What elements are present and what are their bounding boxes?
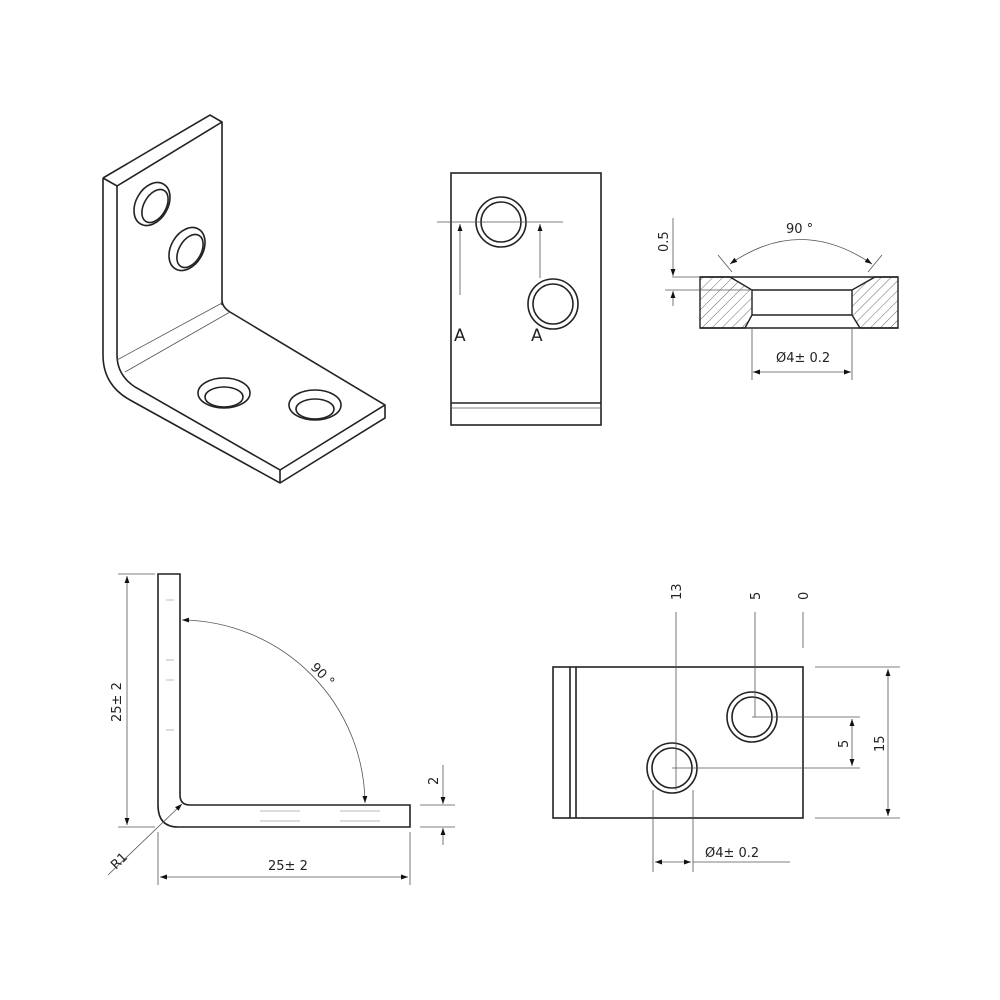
section-label-right: A: [531, 326, 543, 346]
radius-dimension: R1: [108, 850, 131, 873]
top-view: 13 5 0 15 5 Ø4± 0.2: [552, 583, 900, 872]
front-view: A A: [437, 172, 602, 426]
x-dim-5: 5: [749, 592, 764, 600]
section-label-left: A: [454, 326, 466, 346]
countersink-angle: 90 °: [786, 222, 813, 237]
height-dimension-15: 15: [873, 735, 888, 752]
width-dimension: 25± 2: [268, 859, 308, 874]
height-dimension: 25± 2: [110, 682, 125, 722]
hole: [168, 226, 206, 272]
diameter-dimension: Ø4± 0.2: [776, 351, 830, 366]
depth-dimension: 0.5: [657, 231, 672, 252]
isometric-view: [102, 114, 386, 484]
bend-angle: 90 °: [307, 660, 337, 690]
hole: [197, 377, 251, 409]
hole: [288, 389, 342, 421]
x-dim-13: 13: [670, 583, 685, 600]
hole-spacing-dimension: 5: [837, 740, 852, 748]
hole-diameter-dimension: Ø4± 0.2: [705, 846, 759, 861]
hole: [133, 181, 171, 227]
x-dim-0: 0: [797, 592, 812, 600]
thickness-dimension: 2: [427, 777, 442, 785]
section-view: 0.5 90 ° Ø4± 0.2: [657, 218, 899, 380]
side-view: 25± 2 25± 2 90 ° 2 R1: [107, 573, 455, 885]
